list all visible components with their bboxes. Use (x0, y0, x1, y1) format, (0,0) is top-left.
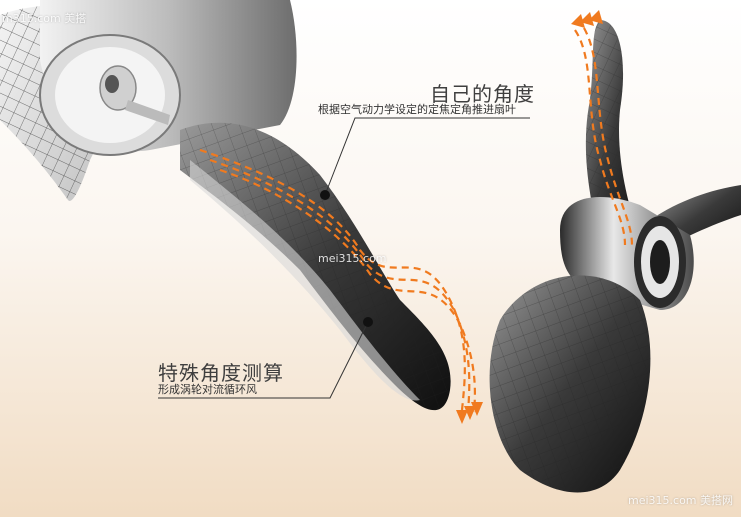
callout-bottom-leader (158, 321, 369, 399)
leader-dot-icon (320, 190, 330, 200)
airflow-arrows (199, 27, 634, 413)
watermark-center: mei315.com (318, 252, 387, 265)
callout-top-title: 自己的角度 (430, 82, 535, 106)
callout-top-leader (324, 117, 530, 196)
callout-bottom-subtitle: 形成涡轮对流循环风 (158, 383, 257, 396)
airflow-arrow-icon (456, 10, 603, 424)
watermark-top-left: m315.com 美搭 (2, 12, 87, 25)
right-propeller (489, 20, 741, 493)
callout-top-subtitle: 根据空气动力学设定的定焦定角推进扇叶 (318, 103, 516, 116)
callout-bottom-title: 特殊角度测算 (158, 361, 284, 385)
watermark-bottom-right: mei315.com 美搭网 (628, 494, 734, 507)
leader-dot-icon (363, 317, 373, 327)
left-propeller (0, 0, 451, 411)
